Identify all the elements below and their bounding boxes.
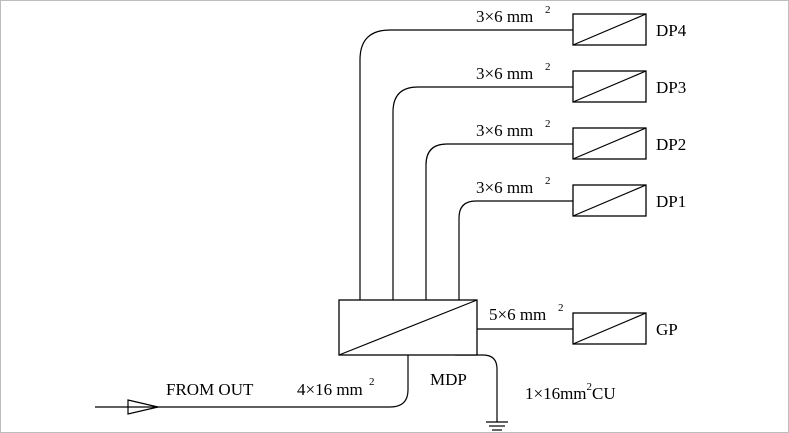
- cable-dp1: [458, 200, 573, 300]
- main-distribution-panel: [338, 299, 478, 356]
- cable-sup-dp3: 2: [545, 61, 551, 73]
- label-dp4: DP4: [656, 21, 687, 40]
- label-dp3: DP3: [656, 78, 686, 97]
- label-earth-cable: 1×16mm2CU: [525, 381, 616, 403]
- panel-dp2: [572, 127, 647, 160]
- panel-dp3: [572, 70, 647, 103]
- label-mdp: MDP: [430, 370, 467, 389]
- earth-conductor: [455, 354, 498, 422]
- cable-dp4: [359, 29, 573, 300]
- cable-label-dp4: 3×6 mm: [476, 7, 533, 26]
- cable-sup-dp2: 2: [545, 118, 551, 130]
- cable-label-feeder: 4×16 mm: [297, 380, 363, 399]
- earth-cable-sup: 2: [587, 381, 593, 393]
- cable-label-dp2: 3×6 mm: [476, 121, 533, 140]
- cable-dp2: [425, 143, 573, 300]
- label-dp2: DP2: [656, 135, 686, 154]
- earth-cable-size: 1×16mm: [525, 384, 587, 403]
- label-gp: GP: [656, 320, 678, 339]
- cable-label-gp: 5×6 mm: [489, 305, 546, 324]
- ground-icon: [486, 421, 508, 431]
- cable-sup-feeder: 2: [369, 376, 375, 388]
- panel-dp1: [572, 184, 647, 217]
- supply-arrowhead: [127, 399, 159, 415]
- cable-sup-gp: 2: [558, 302, 564, 314]
- earth-cable-material: CU: [592, 384, 616, 403]
- label-from-out: FROM OUT: [166, 380, 254, 399]
- cable-label-dp3: 3×6 mm: [476, 64, 533, 83]
- cable-sup-dp1: 2: [545, 175, 551, 187]
- cable-dp3: [392, 86, 573, 300]
- cable-sup-dp4: 2: [545, 4, 551, 16]
- cable-label-dp1: 3×6 mm: [476, 178, 533, 197]
- incoming-supply-line: [95, 355, 409, 408]
- panel-dp4: [572, 13, 647, 46]
- label-dp1: DP1: [656, 192, 686, 211]
- panel-gp: [572, 312, 647, 345]
